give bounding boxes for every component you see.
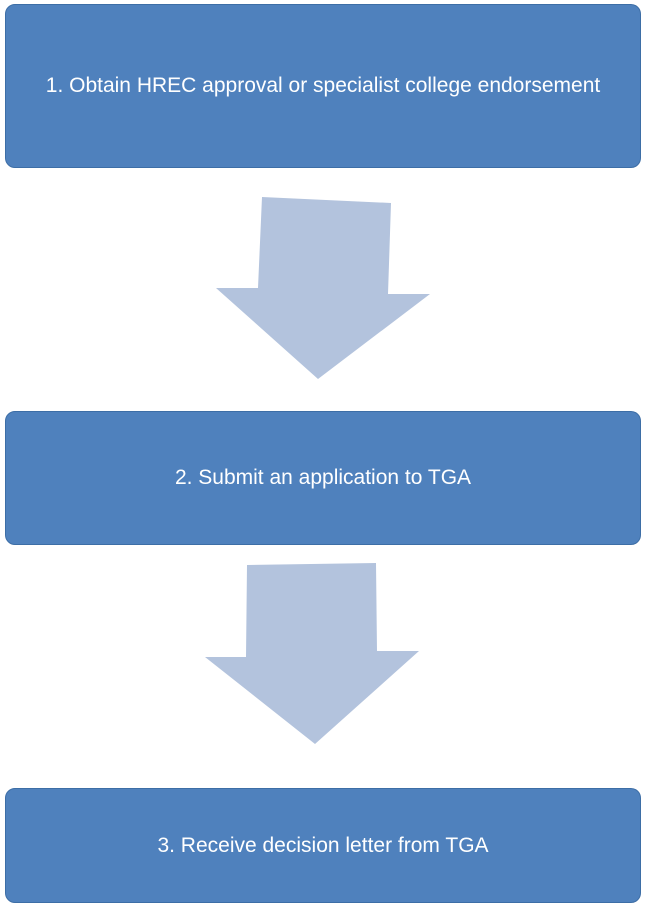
step-1-label: 1. Obtain HREC approval or specialist co… — [45, 74, 601, 97]
arrow-1-down-icon — [216, 197, 430, 379]
step-2-label: 2. Submit an application to TGA — [174, 466, 472, 489]
step-2-box: 2. Submit an application to TGA — [5, 411, 641, 545]
step-3-label: 3. Receive decision letter from TGA — [157, 833, 489, 857]
step-3-box: 3. Receive decision letter from TGA — [5, 788, 641, 903]
step-1-box: 1. Obtain HREC approval or specialist co… — [5, 4, 641, 168]
arrow-2-down-icon — [205, 563, 419, 744]
